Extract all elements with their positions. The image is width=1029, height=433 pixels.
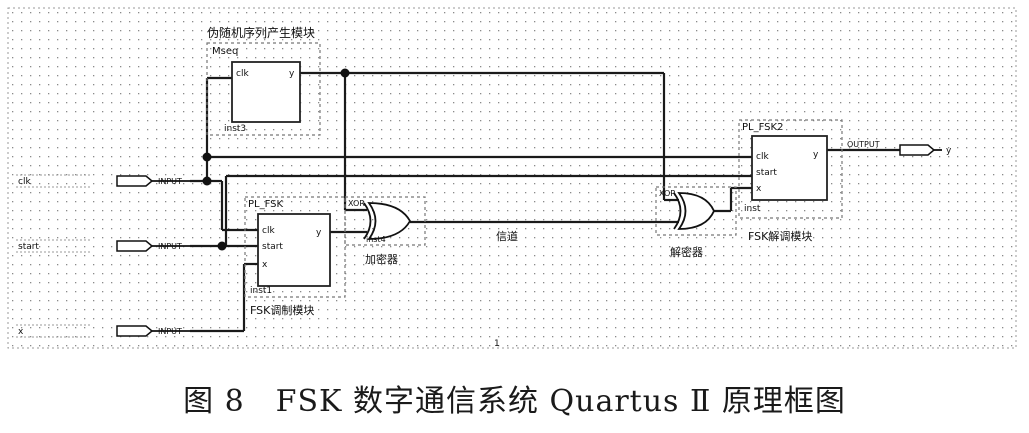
input-pin-x-shape bbox=[116, 325, 154, 337]
mod-block-outline bbox=[244, 196, 346, 298]
grid-background bbox=[8, 8, 1016, 348]
encrypter-gate: XOR inst4 加密器 bbox=[344, 196, 426, 266]
demod-block-title: FSK解调模块 bbox=[748, 229, 812, 243]
prng-block-outline bbox=[206, 42, 321, 136]
prng-entity-name: Mseq bbox=[212, 46, 238, 57]
input-pin-start-name: start bbox=[18, 242, 39, 252]
encrypter-instance: inst4 bbox=[366, 235, 386, 244]
demod-port-x: x bbox=[756, 184, 762, 194]
mod-block-body bbox=[257, 213, 331, 287]
mod-entity-name: PL_FSK bbox=[248, 199, 284, 210]
mod-port-y: y bbox=[316, 228, 322, 238]
decrypter-gate: XOR 解密器 bbox=[655, 186, 737, 259]
encrypter-entity: XOR bbox=[348, 199, 365, 208]
prng-port-clk: clk bbox=[236, 69, 249, 79]
demod-port-y: y bbox=[813, 150, 819, 160]
mod-block: PL_FSK clk start x y inst1 FSK调制模块 bbox=[244, 196, 346, 317]
mod-port-start: start bbox=[262, 242, 283, 252]
channel-label: 信道 bbox=[496, 229, 518, 243]
input-pin-clk-shape bbox=[116, 175, 154, 187]
input-pin-start: start INPUT bbox=[16, 239, 190, 253]
input-pin-clk-name: clk bbox=[18, 177, 31, 187]
demod-port-start: start bbox=[756, 168, 777, 178]
decrypter-xor-back bbox=[673, 192, 682, 230]
mod-port-x: x bbox=[262, 260, 268, 270]
mod-block-title: FSK调制模块 bbox=[250, 304, 314, 317]
prng-instance: inst3 bbox=[224, 124, 246, 134]
prng-block-body bbox=[231, 61, 301, 123]
demod-block-body bbox=[751, 135, 828, 201]
prng-block-title: 伪随机序列产生模块 bbox=[207, 25, 315, 40]
encrypter-xor-back bbox=[363, 202, 372, 240]
figure-caption: 图 8 FSK 数字通信系统 Quartus Ⅱ 原理框图 bbox=[183, 384, 846, 419]
grid-border bbox=[7, 7, 1017, 349]
decrypter-outline bbox=[655, 186, 737, 236]
stray-mark: 1 bbox=[494, 339, 500, 349]
encrypter-xor-body bbox=[367, 202, 412, 240]
demod-block-outline bbox=[738, 119, 843, 219]
mod-instance: inst1 bbox=[250, 286, 272, 296]
output-pin-y-signal: OUTPUT bbox=[847, 140, 880, 149]
junctions bbox=[202, 68, 350, 251]
demod-entity-name: PL_FSK2 bbox=[742, 122, 783, 133]
input-pin-start-shape bbox=[116, 240, 154, 252]
prng-port-y: y bbox=[289, 69, 295, 79]
schematic: 伪随机序列产生模块 Mseq clk y inst3 PL_FSK clk st… bbox=[7, 7, 1017, 349]
decrypter-xor-body bbox=[677, 192, 715, 230]
decrypter-label: 解密器 bbox=[670, 245, 703, 259]
input-pin-x: x INPUT bbox=[16, 324, 190, 338]
demod-instance: inst bbox=[744, 204, 761, 214]
mod-port-clk: clk bbox=[262, 226, 275, 236]
output-pin-y-shape bbox=[899, 144, 936, 156]
input-pin-x-name: x bbox=[18, 327, 24, 337]
encrypter-outline bbox=[344, 196, 426, 246]
decrypter-entity: XOR bbox=[659, 189, 676, 198]
prng-block: 伪随机序列产生模块 Mseq clk y inst3 bbox=[206, 25, 321, 136]
demod-block: PL_FSK2 clk start x y inst FSK解调模块 bbox=[738, 119, 843, 243]
output-pin-y-name: y bbox=[946, 146, 952, 156]
demod-port-clk: clk bbox=[756, 152, 769, 162]
encrypter-label: 加密器 bbox=[365, 252, 398, 266]
input-pin-clk: clk INPUT bbox=[16, 174, 190, 188]
output-pin-y: OUTPUT y bbox=[847, 140, 952, 156]
